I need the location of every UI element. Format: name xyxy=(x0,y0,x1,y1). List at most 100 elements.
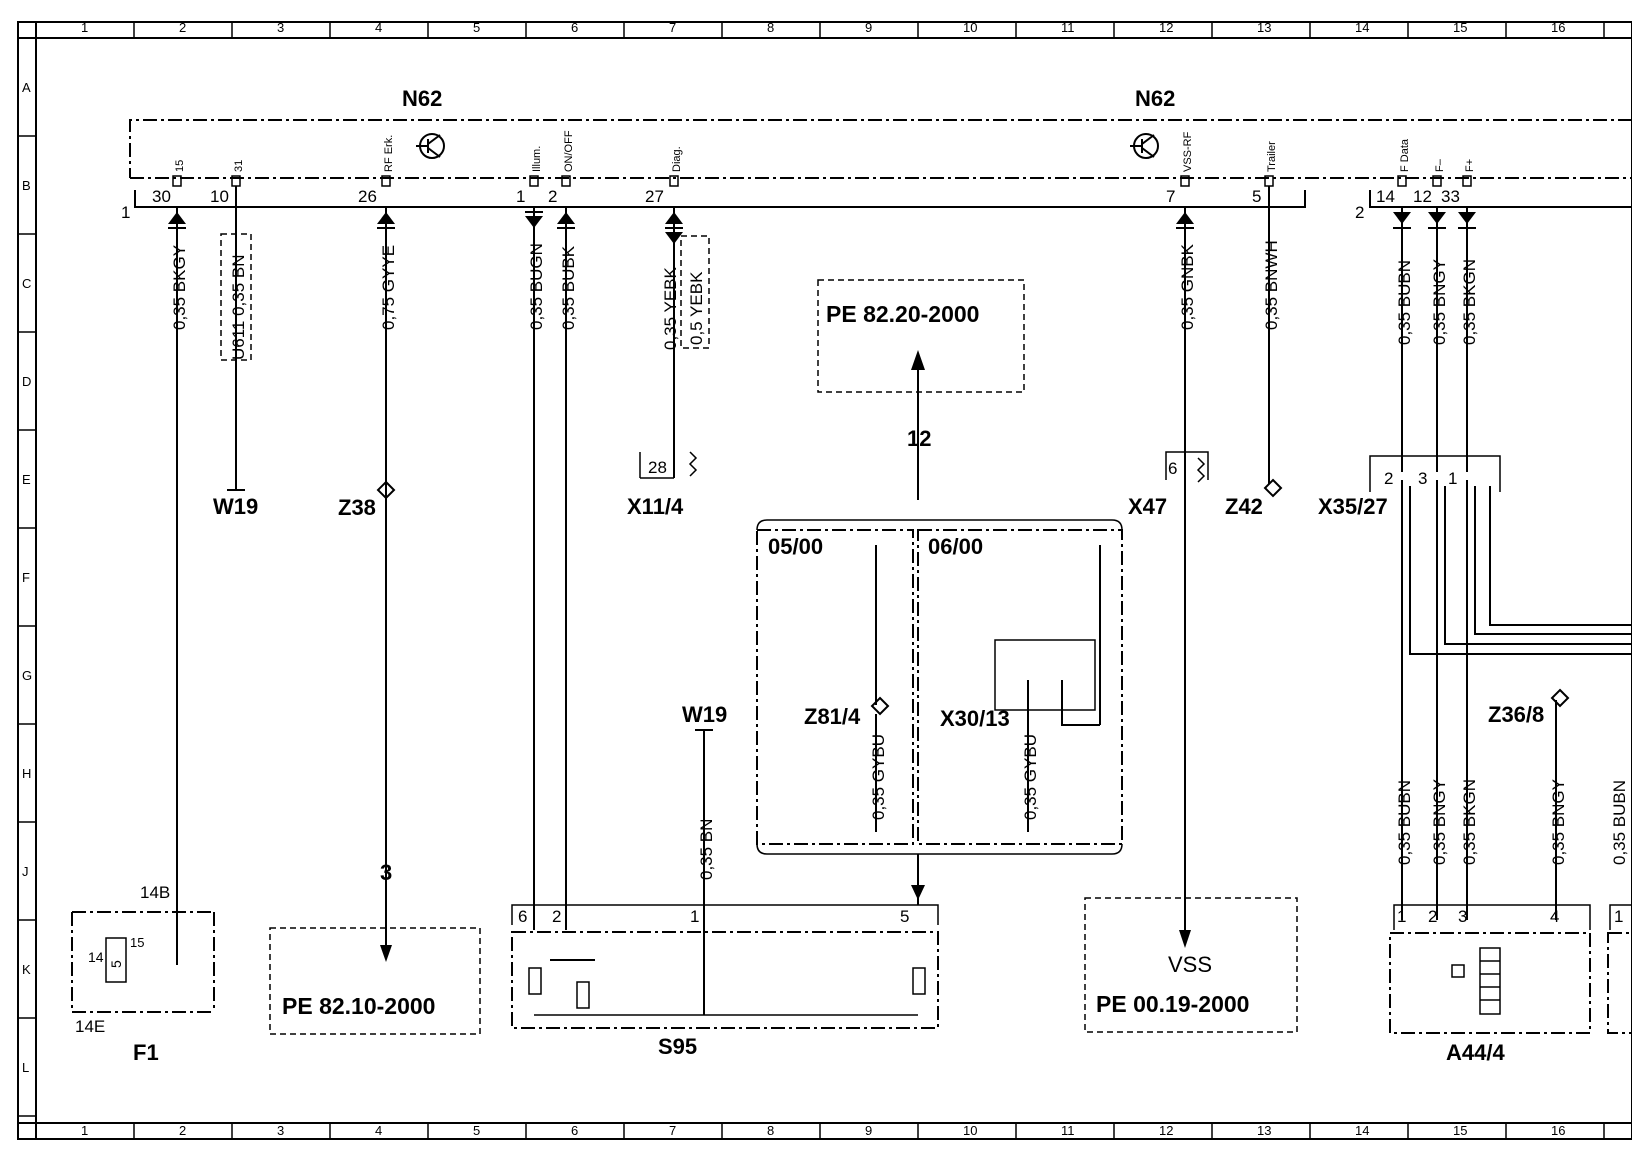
grid-column-label: 2 xyxy=(179,1123,186,1138)
wire-label: 0,35 BNGY xyxy=(1549,779,1568,865)
wire-label: 0,75 GYYE xyxy=(379,245,398,330)
grid-column-label: 7 xyxy=(669,20,676,35)
ref-pe-82-10: PE 82.10-2000 xyxy=(269,927,481,1035)
svg-text:3: 3 xyxy=(1418,469,1427,488)
date-to-label: 06/00 xyxy=(928,534,983,559)
wire-label: 0,35 BNGY xyxy=(1430,779,1449,865)
f1-label: F1 xyxy=(133,1040,159,1065)
grid-row-label: G xyxy=(22,668,32,683)
ground-diamond-icon xyxy=(870,696,890,716)
ground-diamond-icon xyxy=(1263,478,1283,498)
w19-label: W19 xyxy=(213,494,258,519)
grid-column-label: 6 xyxy=(571,20,578,35)
svg-text:1: 1 xyxy=(1614,907,1623,926)
w19-label-b: W19 xyxy=(682,702,727,727)
grid-column-label: 11 xyxy=(1061,20,1075,35)
grid-column-label: 3 xyxy=(277,20,284,35)
s95-label: S95 xyxy=(658,1034,697,1059)
grid-column-label: 5 xyxy=(473,1123,480,1138)
grid-column-label: 8 xyxy=(767,20,774,35)
grid-column-label: 6 xyxy=(571,1123,578,1138)
grid-column-label: 14 xyxy=(1355,20,1369,35)
svg-text:1: 1 xyxy=(516,187,525,206)
grid-column-label: 12 xyxy=(1159,20,1173,35)
wire-label: 0,35 BNWH xyxy=(1262,240,1281,330)
wires: 0,35 BKGY U611 0,35 BN W19 0,75 GYYE Z38… xyxy=(168,186,1632,965)
grid-column-label: 1 xyxy=(81,1123,88,1138)
pin-2: ON/OFF 2 xyxy=(548,130,575,206)
grid-column-label: 4 xyxy=(375,20,382,35)
grid-columns: 1122334455667788991010111112121313141415… xyxy=(81,20,1605,1139)
x47-label: X47 xyxy=(1128,494,1167,519)
pin-7: VSS-RF 7 xyxy=(1166,131,1194,206)
pin-10: 31 10 xyxy=(210,160,245,206)
pe-00-19-label: PE 00.19-2000 xyxy=(1096,991,1249,1017)
pin-5: Trailer 5 xyxy=(1252,141,1278,206)
svg-text:14E: 14E xyxy=(75,1017,105,1036)
wire-label: 0,35 GNBK xyxy=(1178,243,1197,330)
svg-text:F+: F+ xyxy=(1464,159,1476,172)
svg-text:6: 6 xyxy=(1168,459,1177,478)
transistor-icon xyxy=(416,133,445,159)
pin-1: Illum. 1 xyxy=(516,146,543,206)
grid-row-label: H xyxy=(22,766,31,781)
grid-column-label: 15 xyxy=(1453,20,1467,35)
svg-text:12: 12 xyxy=(1413,187,1432,206)
z36-8-label: Z36/8 xyxy=(1488,702,1544,727)
x11-4-label: X11/4 xyxy=(627,494,684,519)
n62-label-left: N62 xyxy=(402,86,442,111)
pin-27: Diag. 27 xyxy=(645,146,683,206)
svg-text:31: 31 xyxy=(233,160,245,172)
wire-label: 0,35 GYBU xyxy=(869,734,888,820)
svg-text:Illum.: Illum. xyxy=(531,146,543,172)
svg-text:14: 14 xyxy=(88,949,104,965)
indicator-icon xyxy=(1451,964,1465,978)
pin-26: RF Erk. 26 xyxy=(358,135,395,206)
n62-label-right: N62 xyxy=(1135,86,1175,111)
transistor-icon xyxy=(1130,133,1159,159)
grid-column-label: 4 xyxy=(375,1123,382,1138)
wire-label: 0,35 BNGY xyxy=(1430,259,1449,345)
svg-text:28: 28 xyxy=(648,458,667,477)
w19-s95-wire: W19 0,35 BN xyxy=(682,702,727,930)
drawing-frame xyxy=(17,21,1632,1140)
svg-text:7: 7 xyxy=(1166,187,1175,206)
connector-1-label: 1 xyxy=(121,203,130,222)
wire-label: 0,35 YEBK xyxy=(661,266,680,350)
pe-82-20-label: PE 82.20-2000 xyxy=(826,301,979,327)
svg-text:14B: 14B xyxy=(140,883,170,902)
svg-text:5: 5 xyxy=(108,960,124,968)
grid-column-label: 16 xyxy=(1551,20,1565,35)
svg-text:5: 5 xyxy=(1252,187,1261,206)
svg-text:Trailer: Trailer xyxy=(1266,141,1278,172)
svg-text:ON/OFF: ON/OFF xyxy=(563,130,575,172)
svg-text:RF Erk.: RF Erk. xyxy=(383,135,395,172)
z42-label: Z42 xyxy=(1225,494,1263,519)
connector-2-label: 2 xyxy=(1355,203,1364,222)
grid-row-label: J xyxy=(22,864,29,879)
grid-column-label: 11 xyxy=(1061,1123,1075,1138)
svg-text:2: 2 xyxy=(548,187,557,206)
s95-switch: 6 2 1 5 S95 xyxy=(511,904,939,1059)
a44-4-component: 1 2 3 4 A44/4 1 xyxy=(1389,904,1632,1065)
ground-diamond-icon xyxy=(376,480,396,500)
svg-text:6: 6 xyxy=(518,907,527,926)
grid-row-label: B xyxy=(22,178,31,193)
svg-text:5: 5 xyxy=(900,907,909,926)
svg-text:F Data: F Data xyxy=(1399,138,1411,172)
date-from-label: 05/00 xyxy=(768,534,823,559)
grid-column-label: 3 xyxy=(277,1123,284,1138)
grid-column-label: 9 xyxy=(865,20,872,35)
svg-text:Diag.: Diag. xyxy=(671,146,683,172)
grid-column-label: 10 xyxy=(963,20,977,35)
grid-row-label: L xyxy=(22,1060,29,1075)
pin-14: F Data 14 xyxy=(1376,138,1411,206)
svg-text:3: 3 xyxy=(1458,907,1467,926)
wire-label: 0,35 BUBK xyxy=(559,245,578,330)
grid-column-label: 8 xyxy=(767,1123,774,1138)
grid-row-label: D xyxy=(22,374,31,389)
wire-label: 0,35 BKGY xyxy=(170,245,189,330)
svg-text:15: 15 xyxy=(174,160,186,172)
svg-text:2: 2 xyxy=(1384,469,1393,488)
